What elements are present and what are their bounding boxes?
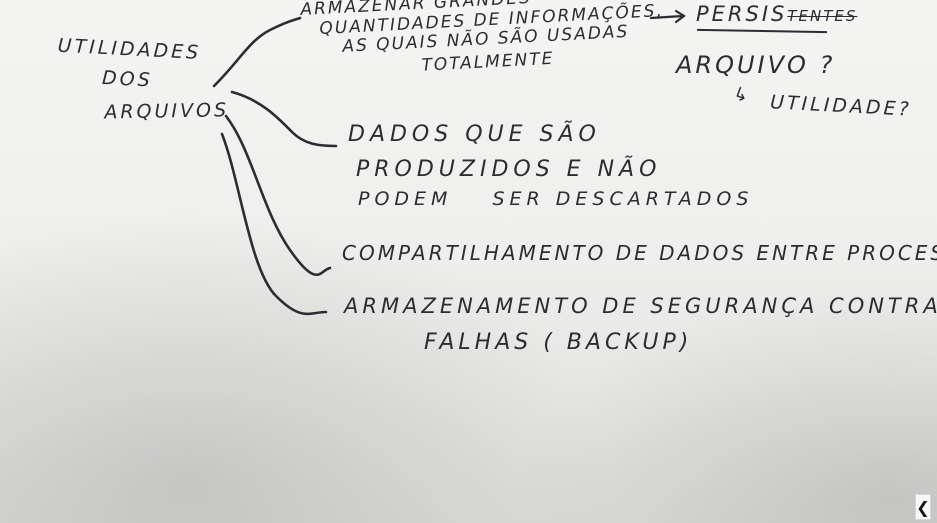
title-line-2: DOS	[101, 66, 154, 92]
board-title: UTILIDADES DOS ARQUIVOS	[50, 35, 233, 126]
utilidade-arrow-icon: ↳	[730, 82, 754, 109]
chevron-left-icon[interactable]: ❮	[915, 494, 931, 520]
connector-to-item4	[220, 132, 328, 316]
connector-to-item3	[224, 114, 332, 276]
item4-line-2: FALHAS ( BACKUP)	[424, 330, 693, 356]
arquivo-question: ARQUIVO ?	[676, 51, 836, 79]
title-line-1: UTILIDADES	[57, 34, 202, 65]
utility-item-4: ARMAZENAMENTO DE SEGURANÇA CONTRA FALHAS…	[344, 294, 937, 355]
utility-item-2: DADOS QUE SÃO PRODUZIDOS E NÃO PODEM SER …	[348, 122, 753, 210]
connector-to-item2	[230, 90, 338, 148]
utility-item-1: ARMAZENAR GRANDES QUANTIDADES DE INFORMA…	[300, 0, 667, 82]
item2-line-3b: SER DESCARTADOS	[492, 187, 754, 210]
title-line-3: ARQUIVOS	[104, 98, 230, 124]
utility-item-3: COMPARTILHAMENTO DE DADOS ENTRE PROCESSO…	[342, 241, 937, 265]
item2-line-3a: PODEM	[358, 187, 453, 210]
item2-line-2: PRODUZIDOS E NÃO	[356, 157, 662, 183]
persist-struck-suffix: TENTES	[787, 7, 858, 25]
utilidade-question: UTILIDADE?	[769, 91, 913, 121]
item4-line-1: ARMAZENAMENTO DE SEGURANÇA CONTRA	[344, 294, 937, 318]
persist-underline	[696, 28, 828, 34]
item2-line-3: PODEM SER DESCARTADOS	[358, 187, 754, 211]
persist-word: PERSIS	[696, 2, 788, 26]
item2-line-1: DADOS QUE SÃO	[348, 122, 601, 147]
persistentes-note: PERSISTENTES	[696, 2, 857, 26]
